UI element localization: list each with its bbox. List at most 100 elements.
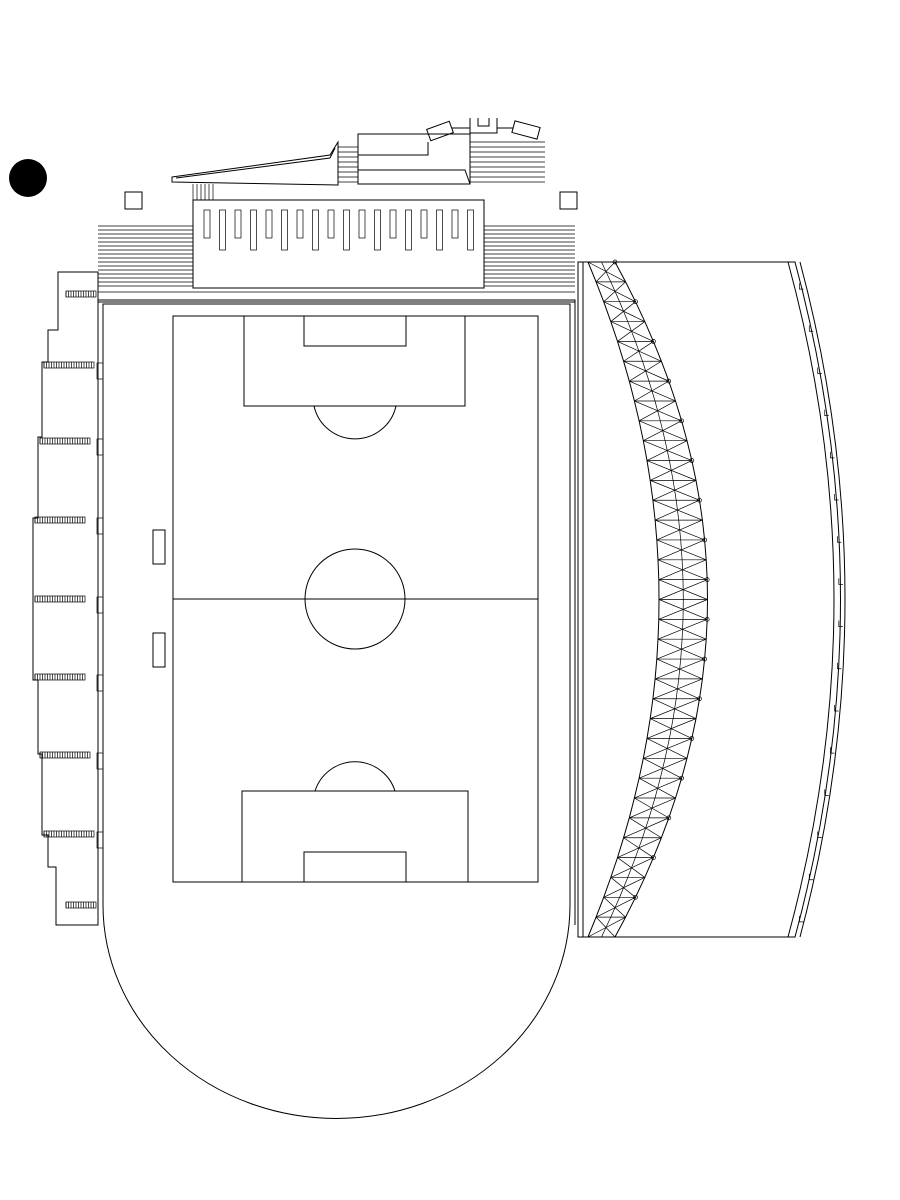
outer-tick bbox=[834, 494, 839, 501]
stand-slot bbox=[389, 209, 397, 239]
outer-tick bbox=[830, 451, 835, 459]
truss-diagonal bbox=[623, 341, 654, 362]
stand-slot bbox=[250, 209, 257, 251]
truss-diagonal bbox=[595, 261, 616, 283]
team-bench-2 bbox=[152, 632, 166, 668]
stand-slot bbox=[327, 209, 335, 239]
truss-diagonal bbox=[638, 400, 676, 422]
stand-slot bbox=[265, 209, 273, 239]
truss-diagonal bbox=[658, 579, 708, 600]
truss-diagonal bbox=[654, 499, 700, 521]
truss-diagonal bbox=[654, 658, 705, 680]
outer-tick bbox=[808, 325, 814, 332]
truss-diagonal bbox=[634, 380, 669, 402]
truss-diagonal bbox=[595, 896, 636, 918]
truss-diagonal bbox=[595, 916, 616, 938]
truss-node bbox=[689, 458, 695, 463]
truss-diagonal bbox=[658, 559, 707, 580]
truss-diagonal bbox=[657, 539, 705, 561]
truss-diagonal bbox=[617, 857, 645, 878]
stand-slot bbox=[234, 209, 242, 239]
truss-node bbox=[612, 259, 618, 265]
truss-inner-chord bbox=[587, 261, 660, 938]
truss-node bbox=[666, 378, 672, 384]
truss-diagonal bbox=[603, 281, 626, 302]
truss-diagonal bbox=[643, 738, 692, 759]
outer-tick bbox=[817, 367, 822, 374]
outer-tick bbox=[837, 536, 842, 543]
truss-diagonal bbox=[652, 480, 697, 501]
truss-diagonal bbox=[617, 321, 645, 342]
left-side-stand bbox=[32, 271, 104, 926]
outer-tick bbox=[837, 662, 842, 670]
truss-diagonal bbox=[623, 817, 669, 839]
truss-diagonal bbox=[657, 619, 708, 640]
truss-diagonal bbox=[610, 857, 654, 878]
stand-slot bbox=[374, 209, 381, 251]
truss-diagonal bbox=[623, 360, 669, 382]
truss-diagonal bbox=[656, 519, 703, 541]
outer-tick bbox=[817, 831, 822, 838]
truss-diagonal bbox=[638, 758, 688, 779]
truss-node bbox=[704, 577, 710, 582]
truss-diagonal bbox=[610, 321, 654, 342]
truss-diagonal bbox=[629, 797, 676, 819]
truss-node bbox=[679, 418, 684, 424]
team-bench-1 bbox=[152, 529, 166, 565]
truss-diagonal bbox=[603, 897, 626, 918]
truss-diagonal bbox=[617, 837, 662, 858]
truss-node bbox=[689, 736, 695, 741]
truss-node bbox=[702, 656, 707, 662]
stand-slot bbox=[312, 209, 319, 251]
stair-lines-top-left bbox=[338, 146, 358, 183]
outer-tick bbox=[824, 789, 829, 796]
stand-slot bbox=[451, 209, 459, 239]
outer-tick bbox=[799, 915, 804, 923]
truss-node bbox=[651, 339, 656, 344]
stand-slot bbox=[420, 209, 428, 239]
truss-diagonal bbox=[617, 341, 662, 362]
outer-tick bbox=[808, 873, 814, 881]
truss-diagonal bbox=[610, 301, 636, 322]
truss-node bbox=[651, 855, 656, 860]
outer-tick bbox=[799, 283, 804, 290]
truss-diagonal bbox=[603, 877, 645, 898]
truss-diagonal bbox=[623, 837, 654, 858]
stand-slot bbox=[203, 209, 211, 239]
outer-tick bbox=[824, 409, 829, 417]
marker-square-left bbox=[124, 191, 143, 210]
truss-node bbox=[704, 617, 710, 622]
right-stand-with-truss bbox=[577, 259, 846, 938]
truss-diagonal bbox=[646, 440, 688, 461]
truss-node bbox=[697, 696, 702, 702]
stand-slot bbox=[358, 209, 366, 239]
truss-node bbox=[697, 497, 702, 503]
truss-diagonal bbox=[595, 281, 636, 303]
truss-diagonal bbox=[610, 877, 636, 898]
truss-node bbox=[633, 894, 638, 900]
truss-diagonal bbox=[587, 916, 626, 938]
stair-lines-top-right bbox=[470, 141, 545, 183]
truss-diagonal bbox=[603, 301, 645, 322]
truss-diagonal bbox=[658, 599, 708, 620]
main-grandstand bbox=[98, 199, 575, 293]
truss-diagonal bbox=[656, 638, 707, 660]
truss-diagonal bbox=[629, 360, 662, 382]
truss-diagonal bbox=[652, 678, 703, 700]
stand-slot bbox=[436, 209, 443, 251]
athletics-track bbox=[97, 299, 576, 1119]
outer-tick bbox=[838, 620, 843, 627]
stand-slot bbox=[219, 209, 226, 251]
outer-tick bbox=[838, 578, 843, 585]
truss-diagonal bbox=[650, 460, 692, 481]
stand-slot bbox=[281, 209, 288, 251]
truss-diagonal bbox=[643, 420, 682, 441]
stand-slot bbox=[343, 209, 350, 251]
outer-tick bbox=[830, 747, 835, 754]
outer-tick bbox=[834, 704, 839, 712]
black-dot-icon bbox=[9, 159, 47, 197]
football-pitch bbox=[152, 315, 539, 883]
truss-diagonal bbox=[650, 698, 700, 719]
truss-diagonal bbox=[629, 380, 676, 402]
